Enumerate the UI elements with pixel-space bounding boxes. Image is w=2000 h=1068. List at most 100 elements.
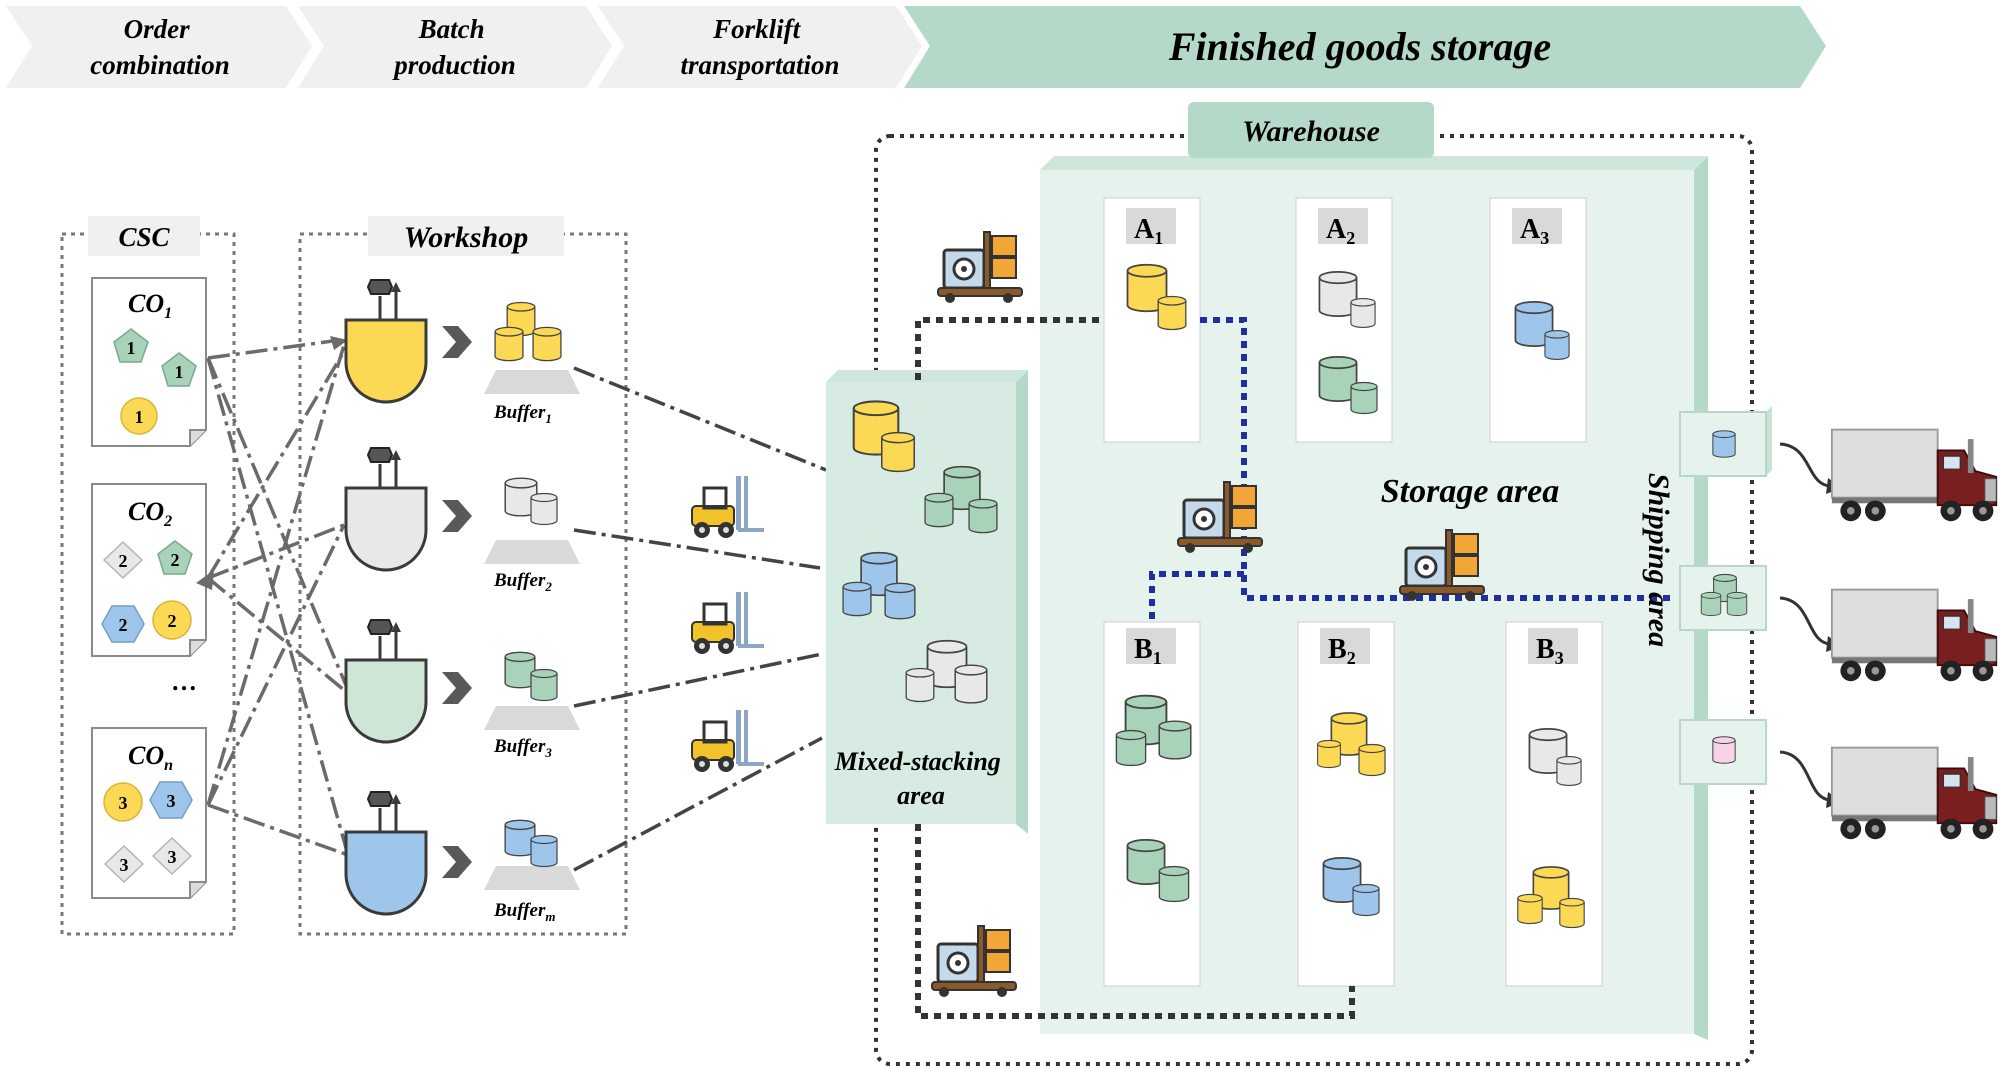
rack-label-sub: 2 bbox=[1346, 228, 1355, 248]
order-ellipsis: … bbox=[171, 667, 197, 696]
product-diamond-gray: 3 bbox=[151, 836, 193, 876]
svg-text:A1: A1 bbox=[1134, 214, 1163, 248]
chevron-right-icon bbox=[442, 846, 472, 878]
product-circle-yellow: 3 bbox=[103, 782, 143, 822]
buffer-m: Bufferm bbox=[484, 819, 580, 924]
rack-label-sub: 2 bbox=[1347, 648, 1356, 668]
product-pentagon-green: 1 bbox=[113, 328, 149, 363]
truck-icon bbox=[1830, 428, 1998, 523]
chevron-right-icon bbox=[442, 326, 472, 358]
product-number: 1 bbox=[135, 407, 144, 427]
rack-b2: B2 bbox=[1297, 621, 1395, 987]
csc-panel: CSC CO1 1 1 1 C bbox=[60, 216, 236, 936]
product-pentagon-green: 2 bbox=[157, 540, 193, 575]
agv-path-black bbox=[915, 317, 1104, 380]
storage-area-top bbox=[1040, 156, 1708, 170]
buffer-label: Buffer bbox=[493, 900, 546, 921]
agv-robot-icon bbox=[936, 230, 1024, 305]
rack-label: A bbox=[1134, 214, 1155, 245]
stage-arrow-forklift-transportation bbox=[598, 6, 922, 88]
product-hexagon-blue: 2 bbox=[101, 605, 145, 643]
shipping-area-label: Shipping area bbox=[1642, 473, 1675, 647]
order-label-sub: 2 bbox=[163, 513, 172, 530]
stage-label-line1: Order bbox=[124, 14, 190, 44]
svg-text:B2: B2 bbox=[1328, 634, 1356, 668]
final-stage-label: Finished goods storage bbox=[1168, 24, 1551, 69]
buffer-1: Buffer1 bbox=[484, 301, 580, 426]
warehouse-title: Warehouse bbox=[1242, 115, 1380, 148]
svg-text:CO1: CO1 bbox=[128, 289, 172, 322]
stage-label-line2: production bbox=[392, 50, 516, 80]
workshop-panel: Workshop Buffer1 Buffer2 bbox=[298, 216, 628, 936]
storage-area-label: Storage area bbox=[1381, 473, 1560, 510]
svg-text:B3: B3 bbox=[1536, 634, 1564, 668]
product-number: 3 bbox=[119, 793, 128, 813]
rack-b1: B1 bbox=[1103, 621, 1201, 987]
svg-text:Buffer1: Buffer1 bbox=[493, 402, 552, 426]
buffer-3: Buffer3 bbox=[484, 651, 580, 760]
truck-icon bbox=[1830, 588, 1998, 683]
product-pentagon-green: 1 bbox=[161, 352, 197, 387]
stage-label-line1: Forklift bbox=[712, 14, 802, 44]
svg-text:Forklift transportation: Forklift transportation bbox=[680, 14, 839, 80]
rack-label: B bbox=[1134, 634, 1153, 665]
product-hexagon-blue: 3 bbox=[149, 781, 193, 819]
stage-label-line1: Batch bbox=[418, 14, 485, 44]
production-bin-blue bbox=[344, 790, 428, 916]
product-diamond-gray: 3 bbox=[103, 844, 145, 884]
order-label: CO bbox=[128, 289, 164, 318]
product-number: 1 bbox=[127, 338, 136, 358]
order-label: CO bbox=[128, 741, 164, 770]
svg-text:A3: A3 bbox=[1520, 214, 1549, 248]
product-number: 1 bbox=[175, 362, 184, 382]
product-number: 3 bbox=[120, 855, 129, 875]
buffer-label: Buffer bbox=[493, 402, 546, 423]
buffer-label-sub: 2 bbox=[544, 579, 552, 594]
svg-text:CO2: CO2 bbox=[128, 497, 172, 530]
buffer-label-sub: 1 bbox=[545, 411, 552, 426]
forklift-icon bbox=[690, 590, 766, 656]
product-number: 2 bbox=[168, 611, 177, 631]
agv-path-blue bbox=[1200, 317, 1672, 601]
stage-arrow-finished-goods-storage bbox=[904, 6, 1826, 88]
rack-label-sub: 3 bbox=[1540, 228, 1549, 248]
production-bin-green bbox=[344, 618, 428, 744]
buffer-warehouse-links bbox=[573, 366, 827, 872]
mixed-area-label-line2: area bbox=[897, 781, 945, 810]
buffer-label: Buffer bbox=[493, 570, 546, 591]
rack-a3: A3 bbox=[1489, 197, 1587, 443]
order-label-sub: 1 bbox=[164, 305, 172, 322]
agv-path-blue bbox=[1149, 571, 1244, 622]
customer-order-card: CO2 2 2 2 2 bbox=[91, 483, 207, 657]
product-number: 2 bbox=[171, 550, 180, 570]
buffer-label-sub: 3 bbox=[544, 745, 552, 760]
product-number: 3 bbox=[168, 847, 177, 867]
svg-text:Buffer2: Buffer2 bbox=[493, 570, 552, 594]
process-stage-banner: Order combination Batch production Forkl… bbox=[6, 6, 1826, 88]
rack-a2: A2 bbox=[1295, 197, 1393, 443]
order-label: CO bbox=[128, 497, 164, 526]
rack-label-sub: 1 bbox=[1154, 228, 1163, 248]
product-diamond-gray: 2 bbox=[102, 540, 144, 580]
product-circle-yellow: 2 bbox=[152, 600, 192, 640]
svg-text:A2: A2 bbox=[1326, 214, 1355, 248]
rack-label: A bbox=[1520, 214, 1541, 245]
warehouse: Warehouse A1 A2 A3 B1 bbox=[826, 102, 1772, 1066]
stage-label-line2: transportation bbox=[680, 50, 839, 80]
rack-b3: B3 bbox=[1505, 621, 1603, 987]
mixed-area-label-line1: Mixed-stacking bbox=[834, 747, 1001, 776]
chevron-right-icon bbox=[442, 500, 472, 532]
rack-label: B bbox=[1536, 634, 1555, 665]
customer-order-card: CO1 1 1 1 bbox=[91, 277, 207, 447]
shipping-slot bbox=[1679, 406, 1772, 477]
agv-robot-icon bbox=[930, 924, 1018, 999]
production-bin-gray bbox=[344, 446, 428, 572]
svg-text:Mixed-stacking area: Mixed-stacking area bbox=[834, 747, 1008, 810]
truck-icon bbox=[1830, 746, 1998, 841]
svg-text:B1: B1 bbox=[1134, 634, 1162, 668]
product-circle-yellow: 1 bbox=[120, 397, 158, 435]
customer-order-card: COn 3 3 3 3 bbox=[91, 727, 207, 899]
order-production-links bbox=[196, 336, 350, 857]
svg-text:Batch production: Batch production bbox=[392, 14, 516, 80]
rack-a1: A1 bbox=[1103, 197, 1201, 443]
